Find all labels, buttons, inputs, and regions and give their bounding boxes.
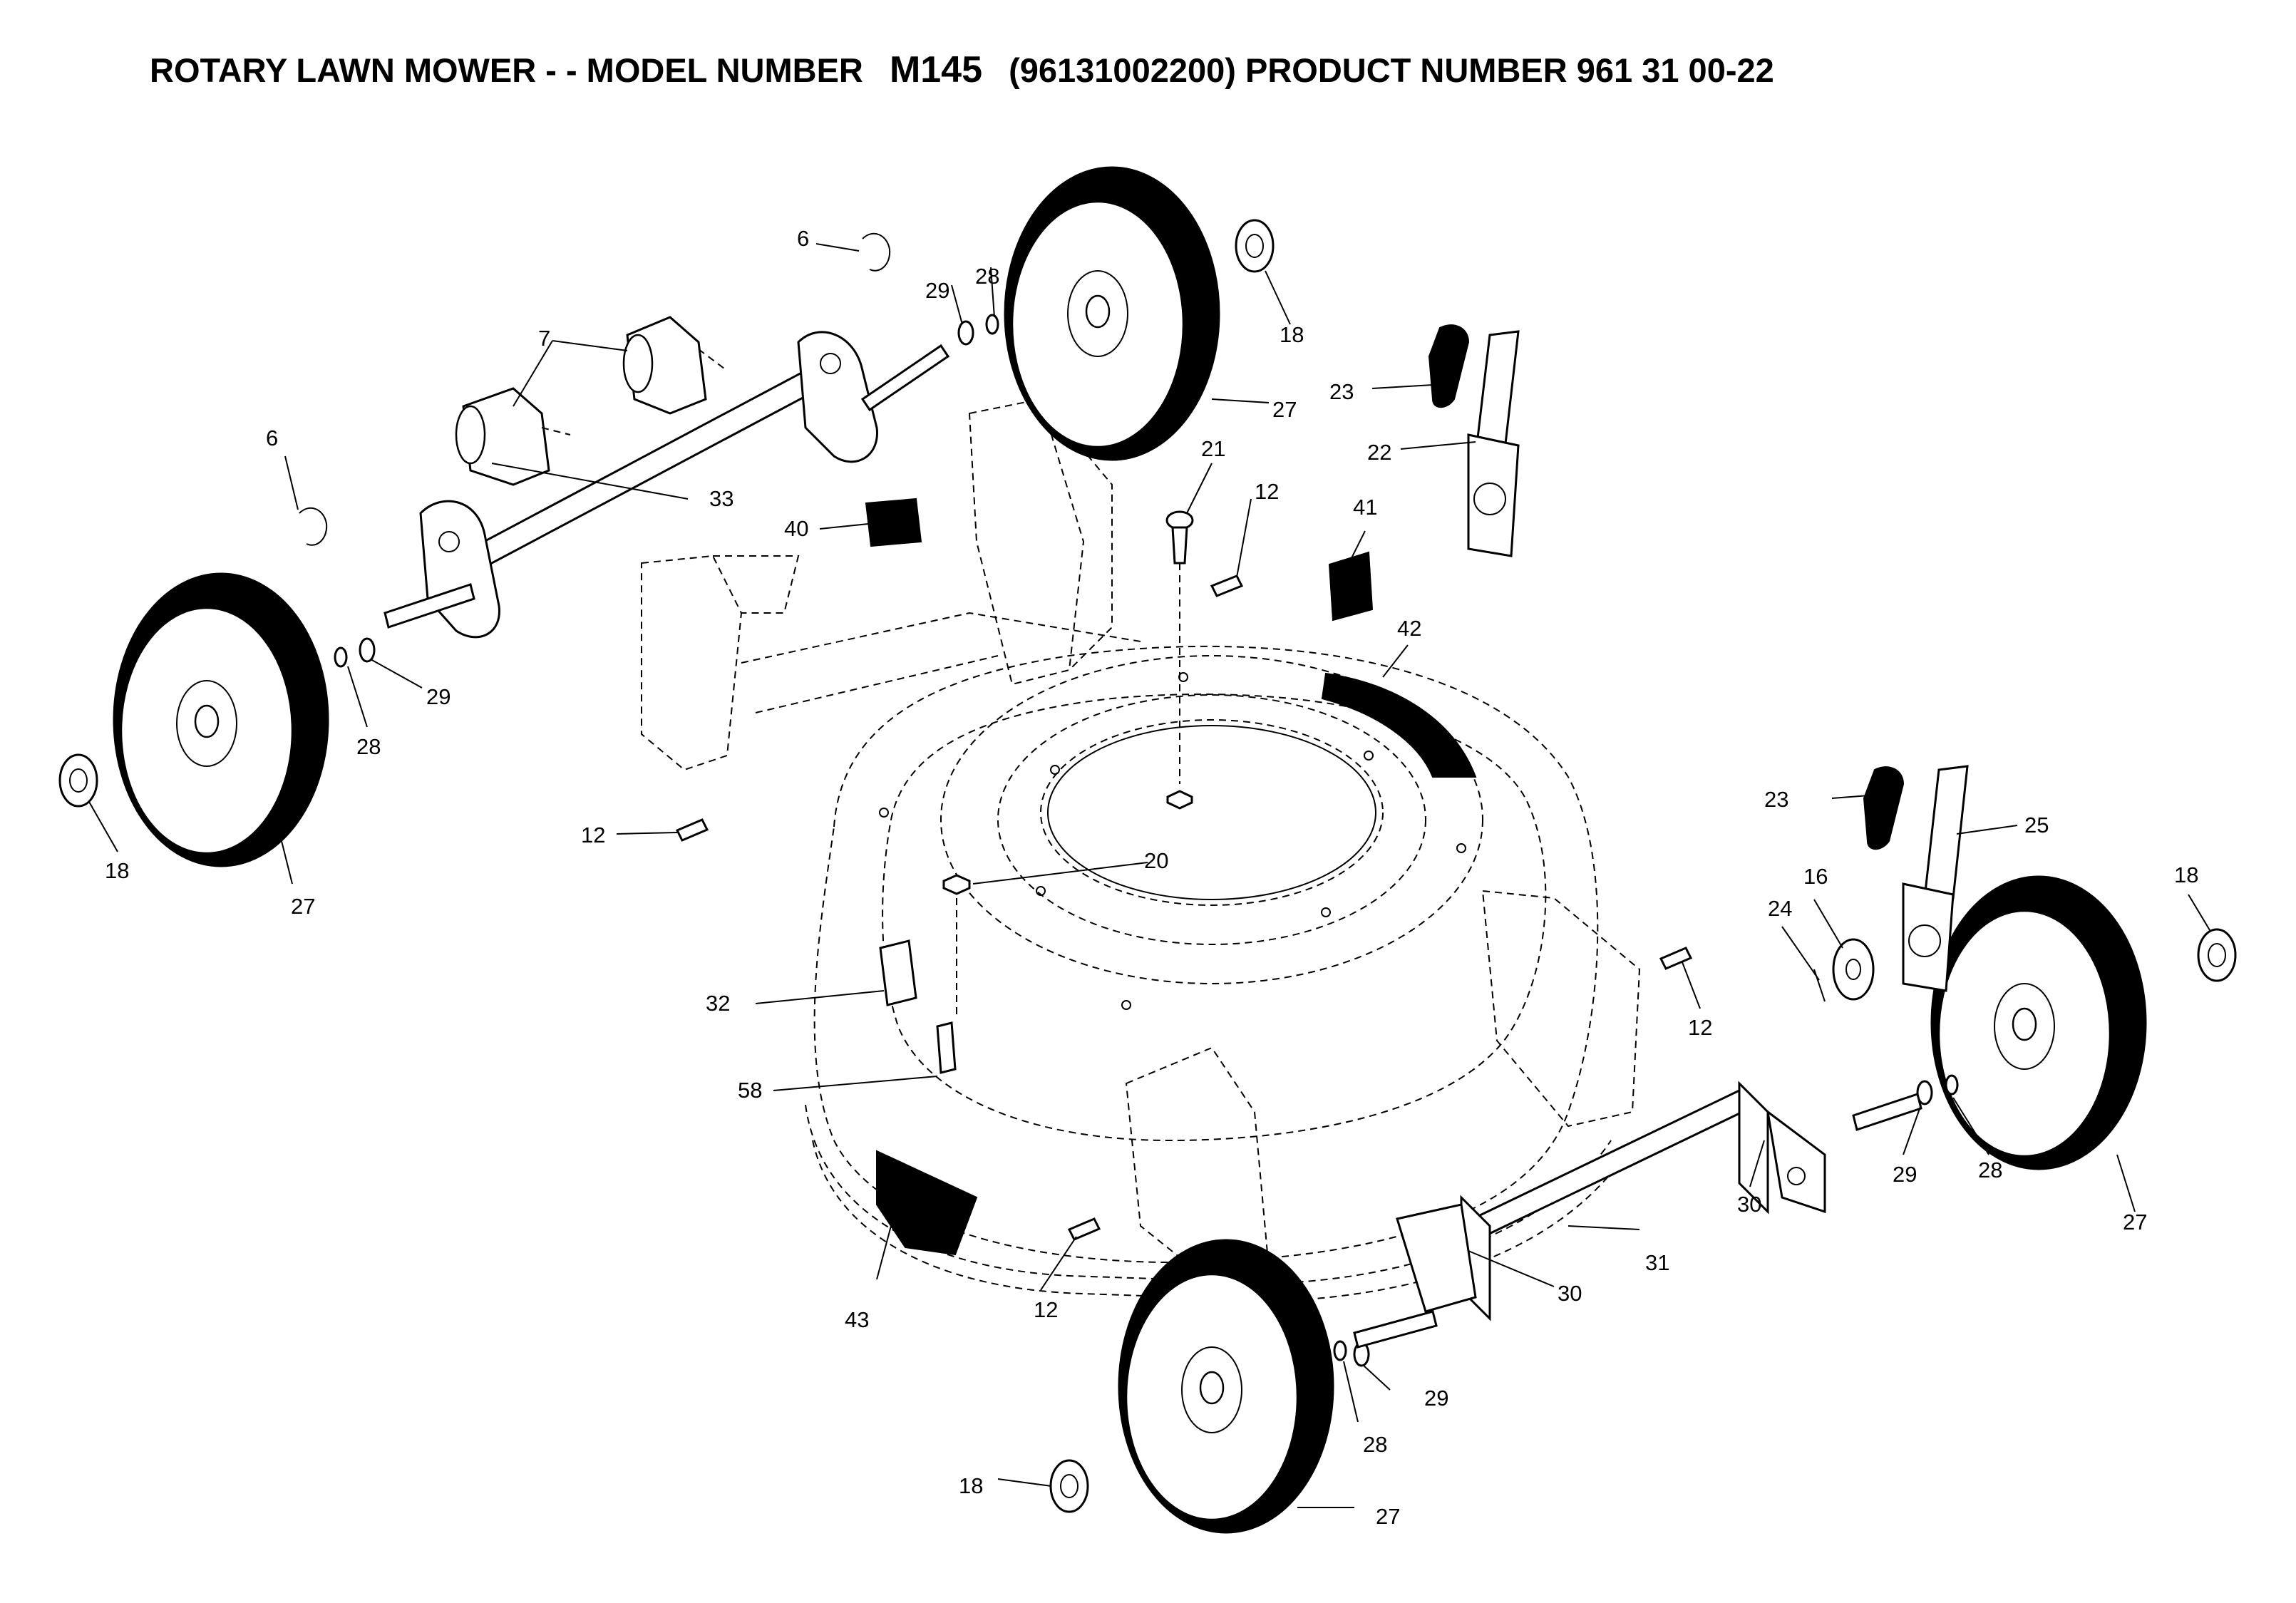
wheel-bolt-d [1049,1459,1089,1513]
wheel-front-left [1118,1239,1334,1534]
callout-numbers: 6 6 7 29 28 18 27 33 23 22 21 12 40 41 4… [105,226,2198,1529]
title-prefix: ROTARY LAWN MOWER - - MODEL NUMBER [150,51,863,89]
decal-40 [865,498,922,547]
callout-22: 22 [1367,440,1391,465]
callout-20: 20 [1144,848,1168,873]
callout-12-left: 12 [581,823,605,847]
decal-43 [876,1150,978,1256]
callout-41: 41 [1353,495,1377,520]
retainer-ring-upper [862,232,891,272]
callout-29-rear-right: 29 [925,278,949,303]
callout-18-front-left: 18 [959,1473,983,1498]
leader-lines [88,243,2210,1508]
callout-25: 25 [2024,813,2049,837]
hardware [675,510,1693,1241]
title-suffix: (96131002200) PRODUCT NUMBER 961 31 00-2… [1009,51,1774,89]
callout-29-front-left: 29 [1424,1386,1448,1411]
decal-42 [1321,672,1477,778]
callout-32: 32 [706,991,730,1016]
height-lever-front [1813,765,1969,1002]
callout-12-right: 12 [1688,1015,1712,1040]
callout-58: 58 [738,1078,762,1103]
wheel-bolt-a [58,753,98,808]
retainer-ring-lower [299,507,328,546]
callout-6-lower: 6 [266,426,278,450]
callout-27-front-left: 27 [1376,1504,1400,1529]
callout-24: 24 [1768,896,1792,921]
callout-33: 33 [709,486,733,511]
callout-18-rear-left: 18 [105,858,129,883]
title-model: M145 [890,49,982,91]
washers [334,314,1959,1367]
callout-7: 7 [538,326,550,351]
height-lever-rear [1428,324,1520,557]
callout-28-front-right: 28 [1978,1158,2002,1182]
callout-29-front-right: 29 [1893,1162,1917,1187]
callout-16: 16 [1803,864,1828,889]
callout-31: 31 [1645,1250,1669,1275]
callout-30-right: 30 [1737,1192,1761,1217]
wheel-rear-left [113,572,329,867]
callout-27-rear-right: 27 [1272,397,1297,422]
callout-23-rear: 23 [1329,379,1354,404]
callout-43: 43 [845,1307,869,1332]
callout-30-left: 30 [1558,1281,1582,1306]
callout-23-front: 23 [1764,787,1788,812]
callout-21: 21 [1201,436,1225,461]
diagram-title: ROTARY LAWN MOWER - - MODEL NUMBER M145 … [150,49,1774,91]
callout-42: 42 [1397,616,1421,641]
callout-6-upper: 6 [797,226,809,251]
callout-12-front: 12 [1034,1297,1058,1322]
callout-27-front-right: 27 [2123,1210,2147,1235]
callout-29-rear-left: 29 [426,684,451,709]
decal-41 [1328,551,1374,622]
front-axle-assembly [1353,1081,1922,1349]
wheel-bolt-c [2197,928,2237,982]
wheel-bolt-b [1235,219,1275,273]
wheel-adaptors [455,316,728,486]
callout-27-rear-left: 27 [291,894,315,919]
callout-40: 40 [784,516,808,541]
wheel-rear-right [1004,166,1220,461]
callout-12-rear: 12 [1255,479,1279,504]
callout-28-rear-right: 28 [975,264,999,289]
callout-18-rear-right: 18 [1280,322,1304,347]
wheel-front-right [1930,875,2147,1170]
callout-28-front-left: 28 [1363,1432,1387,1457]
callout-28-rear-left: 28 [356,734,381,759]
callout-18-front-right: 18 [2174,862,2198,887]
rear-axle-assembly [383,331,950,639]
